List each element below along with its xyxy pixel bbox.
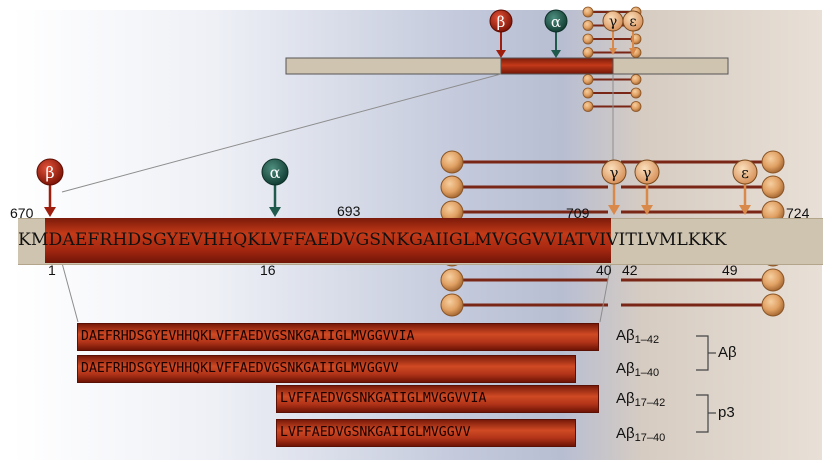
label-sub: 1–40 [634,367,660,379]
lipid-head [630,20,642,31]
abeta-position-42: 42 [622,262,638,278]
label-abeta-1-42: Aβ1–42 [616,327,660,346]
position-693: 693 [337,203,361,219]
peptide-sequence: DAEFRHDSGYEVHHQKLVFFAEDVGSNKGAIIGLMVGGVV [81,361,399,376]
peptide-abeta-17-40: LVFFAEDVGSNKGAIIGLMVGGVV [276,419,576,447]
peptide-sequence: LVFFAEDVGSNKGAIIGLMVGGVV [280,425,471,440]
abeta-position-1: 1 [48,262,56,278]
bracket-ab [696,335,716,371]
abeta-region [45,218,611,263]
lipid-head [582,101,594,112]
lipid-head [761,175,785,199]
label-abeta-17-40: Aβ17–40 [616,425,666,444]
lipid-head [582,20,594,31]
peptide-abeta-1-40: DAEFRHDSGYEVHHQKLVFFAEDVGSNKGAIIGLMVGGVV [77,355,576,383]
label-main: Aβ [616,327,635,344]
peptide-guide-left [61,262,79,323]
lipid-head [630,74,642,85]
label-sub: 1–42 [634,334,660,346]
abeta-position-16: 16 [260,262,276,278]
lipid-head [582,6,594,18]
lipid-head [582,47,594,58]
lipid-head [630,47,642,58]
zoom-guide-left [61,73,502,193]
abeta-position-40: 40 [596,262,612,278]
lipid-head [630,33,642,45]
peptide-abeta-1-42: DAEFRHDSGYEVHHQKLVFFAEDVGSNKGAIIGLMVGGVV… [77,323,599,351]
group-label-p3: p3 [718,404,735,421]
peptide-guide-right [599,262,612,323]
peptide-sequence: DAEFRHDSGYEVHHQKLVFFAEDVGSNKGAIIGLMVGGVV… [81,329,415,344]
position-724: 724 [786,205,810,221]
label-main: Aβ [616,390,635,407]
label-sub: 17–42 [634,397,666,409]
lipid-head [630,87,642,99]
lipid-head [440,150,464,174]
amino-acid-sequence: KMDAEFRHDSGYEVHHQKLVFFAEDVGSNKGAIIGLMVGG… [18,230,727,250]
lipid-head [630,6,642,18]
lipid-head [761,268,785,292]
position-709: 709 [566,205,590,221]
label-main: Aβ [616,360,635,377]
lipid-head [761,293,785,317]
group-label-abeta: Aβ [718,344,737,361]
lipid-head [582,33,594,45]
label-sub: 17–40 [634,432,666,444]
lipid-head [582,74,594,85]
lipid-head [761,150,785,174]
lipid-head [582,87,594,99]
label-main: Aβ [616,425,635,442]
lipid-head [440,175,464,199]
bracket-p3 [696,394,716,433]
position-670: 670 [10,205,34,221]
peptide-sequence: LVFFAEDVGSNKGAIIGLMVGGVVIA [280,391,487,406]
lipid-head [440,268,464,292]
lipid-head [440,293,464,317]
label-abeta-1-40: Aβ1–40 [616,360,660,379]
label-abeta-17-42: Aβ17–42 [616,390,666,409]
app-precursor-bar [285,57,729,75]
abeta-position-49: 49 [722,262,738,278]
peptide-abeta-17-42: LVFFAEDVGSNKGAIIGLMVGGVVIA [276,385,599,413]
lipid-head [630,101,642,112]
